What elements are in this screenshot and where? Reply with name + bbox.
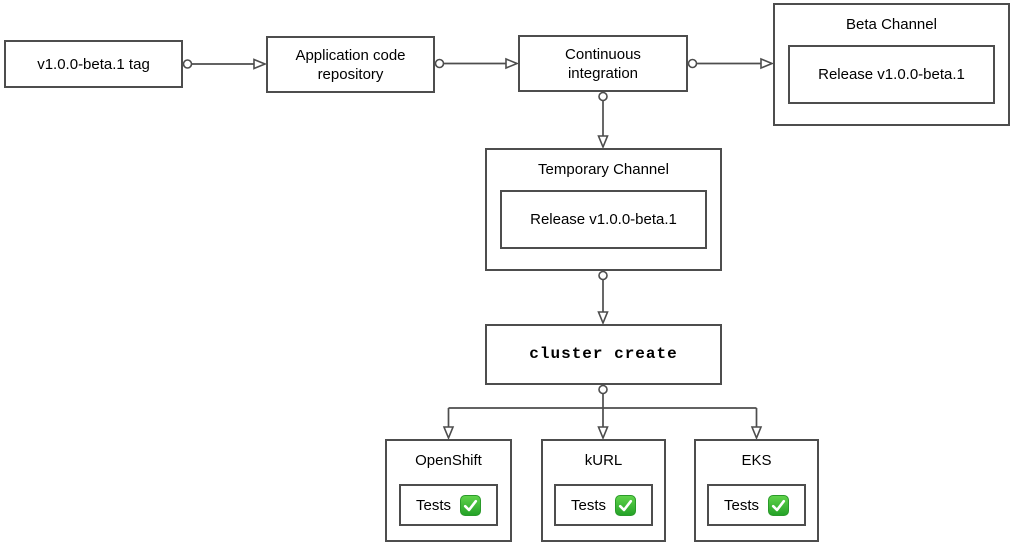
kurl-title: kURL [584,452,623,469]
continuous-integration-label: Continuous integration [565,45,641,82]
node-version-tag: v1.0.0-beta.1 tag [4,40,183,88]
eks-tests-box: Tests [707,484,806,526]
temporary-channel-release-label: Release v1.0.0-beta.1 [530,211,677,228]
node-openshift: OpenShift Tests [385,439,512,542]
connector-ci-to-beta-channel [687,57,775,70]
openshift-tests-passed-check-icon [460,494,481,516]
eks-tests-label: Tests [723,496,759,514]
temporary-channel-release-box: Release v1.0.0-beta.1 [500,190,707,249]
application-code-repository-label: Application code repository [295,46,406,83]
kurl-tests-box: Tests [554,484,653,526]
temporary-channel-title: Temporary Channel [538,161,669,178]
openshift-tests-label: Tests [415,496,451,514]
eks-title: EKS [741,452,772,469]
kurl-tests-label: Tests [570,496,606,514]
beta-channel-release-label: Release v1.0.0-beta.1 [818,66,965,83]
node-cluster-create: cluster create [485,324,722,385]
node-beta-channel: Beta Channel Release v1.0.0-beta.1 [773,3,1010,126]
openshift-title: OpenShift [415,452,482,469]
node-continuous-integration: Continuous integration [518,35,688,92]
node-eks: EKS Tests [694,439,819,542]
connector-temporary-channel-to-cluster-create [597,270,609,326]
connector-ci-to-temporary-channel [597,91,609,150]
connector-repo-to-ci [434,57,520,70]
connector-tag-to-repo [182,58,268,70]
version-tag-label: v1.0.0-beta.1 tag [37,55,150,73]
node-application-code-repository: Application code repository [266,36,435,93]
kurl-tests-passed-check-icon [615,494,636,516]
connector-cluster-create-to-test-clusters [442,384,763,441]
beta-channel-title: Beta Channel [846,16,937,33]
node-kurl: kURL Tests [541,439,666,542]
node-temporary-channel: Temporary Channel Release v1.0.0-beta.1 [485,148,722,271]
cluster-create-label: cluster create [529,345,678,363]
openshift-tests-box: Tests [399,484,498,526]
beta-channel-release-box: Release v1.0.0-beta.1 [788,45,995,104]
eks-tests-passed-check-icon [768,494,789,516]
